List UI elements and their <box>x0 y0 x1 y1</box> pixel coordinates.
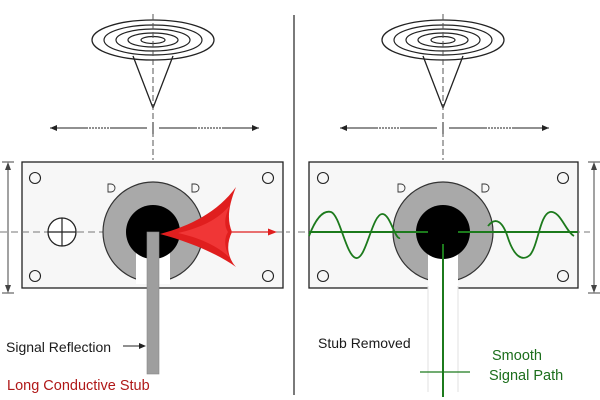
left-crosshair-target-icon <box>47 217 77 247</box>
left-panel <box>0 14 290 375</box>
left-reflection-leader-line <box>123 343 146 349</box>
left-marker-d1 <box>107 183 116 193</box>
left-signal-reflection-burst <box>160 187 277 267</box>
left-mounting-hole-br <box>261 269 275 283</box>
left-vertical-dimension <box>2 161 14 294</box>
left-mounting-hole-tr <box>261 171 275 185</box>
right-mounting-hole-tr <box>556 171 570 185</box>
right-mounting-hole-tl <box>316 171 330 185</box>
right-marker-d1 <box>397 183 406 193</box>
left-long-conductive-stub <box>147 232 159 374</box>
smooth-signal-path-label-line1: Smooth <box>492 348 542 364</box>
long-conductive-stub-label: Long Conductive Stub <box>7 378 150 394</box>
right-mounting-hole-br <box>556 269 570 283</box>
stub-removed-label: Stub Removed <box>318 335 411 351</box>
left-mounting-hole-bl <box>28 269 42 283</box>
right-dimension-arrows <box>340 122 549 134</box>
signal-reflection-label: Signal Reflection <box>6 339 112 355</box>
left-marker-d2 <box>191 183 200 193</box>
left-mounting-hole-tl <box>28 171 42 185</box>
smooth-signal-path-label-line2: Signal Path <box>489 368 564 384</box>
right-smooth-signal-path <box>308 210 578 397</box>
left-dimension-arrows <box>50 122 259 134</box>
right-via-hole <box>416 205 470 259</box>
right-vertical-dimension <box>588 161 600 294</box>
right-panel <box>298 14 600 397</box>
right-marker-d2 <box>481 183 490 193</box>
right-mounting-hole-bl <box>316 269 330 283</box>
